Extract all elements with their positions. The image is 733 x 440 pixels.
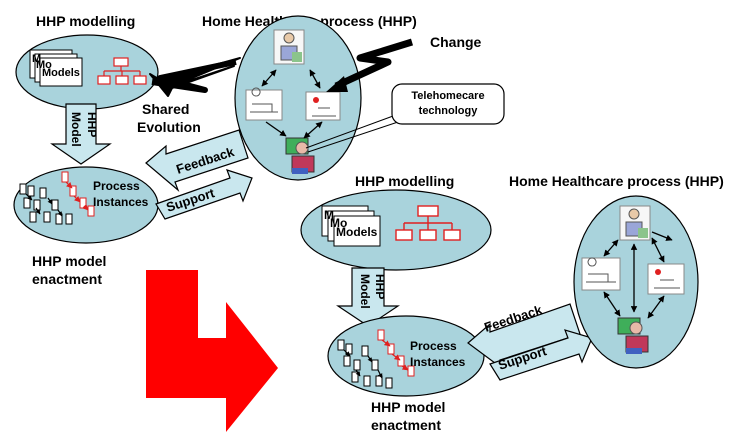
bottom-process-title: Home Healthcare process (HHP) <box>509 173 724 189</box>
top-callout-line2: technology <box>419 105 479 117</box>
bottom-hhp-model-label-1: HHP <box>373 274 387 299</box>
top-change-arrowhead <box>326 76 348 92</box>
top-telehomecare-callout: Telehomecare technology <box>305 83 505 153</box>
bottom-process-instances-1: Process <box>410 339 457 353</box>
bottom-doctor-icon <box>619 205 651 241</box>
top-enactment-label-2: enactment <box>32 271 102 287</box>
bottom-org-chart-icon <box>395 205 461 241</box>
bottom-instances-icon <box>337 329 415 389</box>
top-org-chart-icon <box>97 57 147 85</box>
bottom-process-instances-2: Instances <box>410 355 466 369</box>
bottom-models-stack-m: M <box>324 208 334 222</box>
big-red-transition-arrow <box>146 270 278 432</box>
bottom-process-arrows <box>603 231 673 319</box>
top-feedback-arrow: Feedback <box>145 129 249 192</box>
top-hhp-model-label-1: HHP <box>85 112 99 137</box>
top-telehomecare-user-icon <box>285 137 315 174</box>
top-process-instances-1: Process <box>93 179 140 193</box>
top-shared-label-2: Evolution <box>137 119 201 135</box>
bottom-models-stack-mo: Mo <box>330 216 347 230</box>
top-models-stack-mo: Mo <box>36 59 52 71</box>
top-change-label: Change <box>430 34 482 50</box>
top-instances-arrows <box>25 181 89 217</box>
top-process-instances-2: Instances <box>93 195 149 209</box>
bottom-instances-arrows <box>343 339 409 379</box>
top-change-zigzag <box>334 38 414 90</box>
bottom-enactment-label-1: HHP model <box>371 399 445 415</box>
top-models-stack-icon: M Mo Models <box>29 49 83 87</box>
bottom-hhp-model-arrow <box>336 267 400 327</box>
top-hhp-model-arrow <box>50 103 112 165</box>
top-modelling-title: HHP modelling <box>36 13 135 29</box>
bottom-models-label: Models <box>336 225 378 239</box>
bottom-hhp-model-label-2: Model <box>358 274 372 309</box>
top-models-label: Models <box>42 67 80 79</box>
top-callout-line1: Telehomecare <box>411 90 484 102</box>
bottom-enactment-label-2: enactment <box>371 417 441 433</box>
top-patient-bed-icon <box>245 87 283 121</box>
top-enactment-label-1: HHP model <box>32 253 106 269</box>
top-shared-label-1: Shared <box>142 101 189 117</box>
top-hhp-model-label-2: Model <box>69 112 83 147</box>
bottom-modelling-title: HHP modelling <box>355 173 454 189</box>
top-shared-evolution-zigzag-2 <box>151 59 237 93</box>
top-process-arrows <box>261 69 323 139</box>
top-instances-icon <box>19 171 95 225</box>
bottom-patient-bed-icon <box>581 257 621 291</box>
bottom-caregiver-icon <box>647 263 685 295</box>
bottom-models-stack-icon: M Mo Models <box>321 205 381 247</box>
bottom-telehomecare-user-icon <box>617 317 649 354</box>
top-models-stack-m: M <box>32 53 41 65</box>
top-caregiver-icon <box>305 91 341 121</box>
top-doctor-icon <box>273 29 305 65</box>
